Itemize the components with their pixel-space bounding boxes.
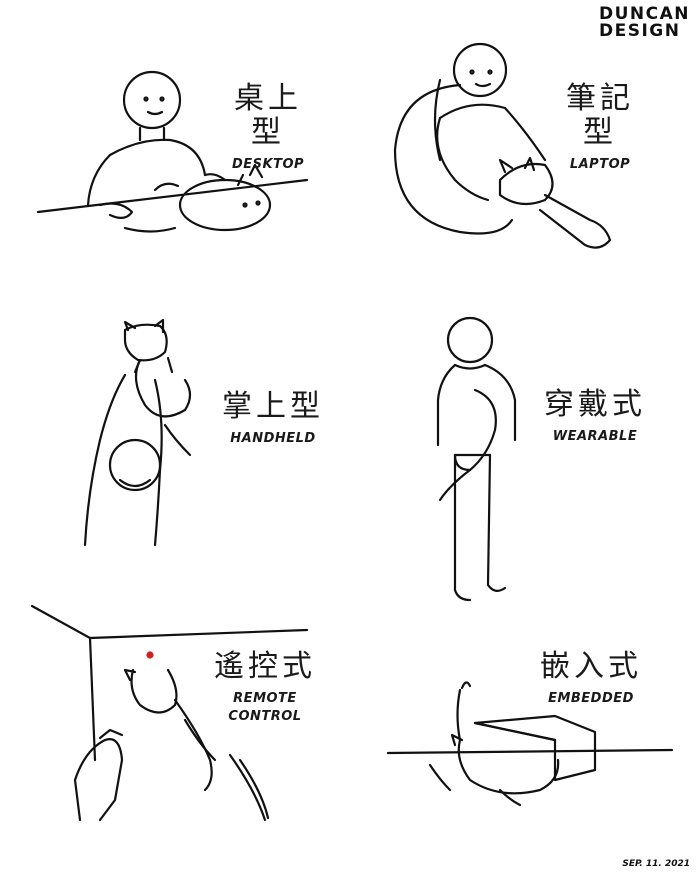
panel-label-embedded: 嵌入式 EMBEDDED [536, 650, 646, 708]
laptop-zh: 筆記型 [566, 81, 634, 150]
panel-label-remote-control: 遙控式 REMOTE CONTROL [200, 650, 330, 726]
embedded-drawing [386, 681, 674, 807]
panel-label-desktop: 桌上型 DESKTOP [218, 82, 318, 174]
wearable-en: WEARABLE [552, 429, 638, 444]
desktop-zh: 桌上型 [234, 81, 302, 150]
panel-label-wearable: 穿戴式 WEARABLE [540, 388, 650, 446]
panel-label-laptop: 筆記型 LAPTOP [550, 82, 650, 174]
wearable-drawing [436, 316, 517, 602]
embedded-zh: 嵌入式 [540, 649, 642, 684]
desktop-en: DESKTOP [231, 157, 305, 172]
signature-date: SEP. 11. 2021 [622, 859, 690, 869]
laptop-en: LAPTOP [569, 157, 631, 172]
remote-control-drawing [30, 604, 309, 822]
remote-control-zh: 遙控式 [214, 649, 316, 684]
laptop-drawing [393, 42, 612, 249]
brand-logo: DUNCAN DESIGN [599, 6, 690, 40]
handheld-zh: 掌上型 [222, 389, 324, 424]
embedded-en: EMBEDDED [548, 691, 634, 706]
brand-line-1: DUNCAN [598, 4, 690, 24]
remote-control-en: REMOTE CONTROL [228, 691, 302, 724]
desktop-drawing [36, 70, 309, 233]
handheld-en: HANDHELD [230, 431, 316, 446]
brand-line-2: DESIGN [598, 21, 681, 41]
panel-label-handheld: 掌上型 HANDHELD [218, 390, 328, 448]
handheld-drawing [83, 318, 192, 547]
wearable-zh: 穿戴式 [544, 387, 646, 422]
